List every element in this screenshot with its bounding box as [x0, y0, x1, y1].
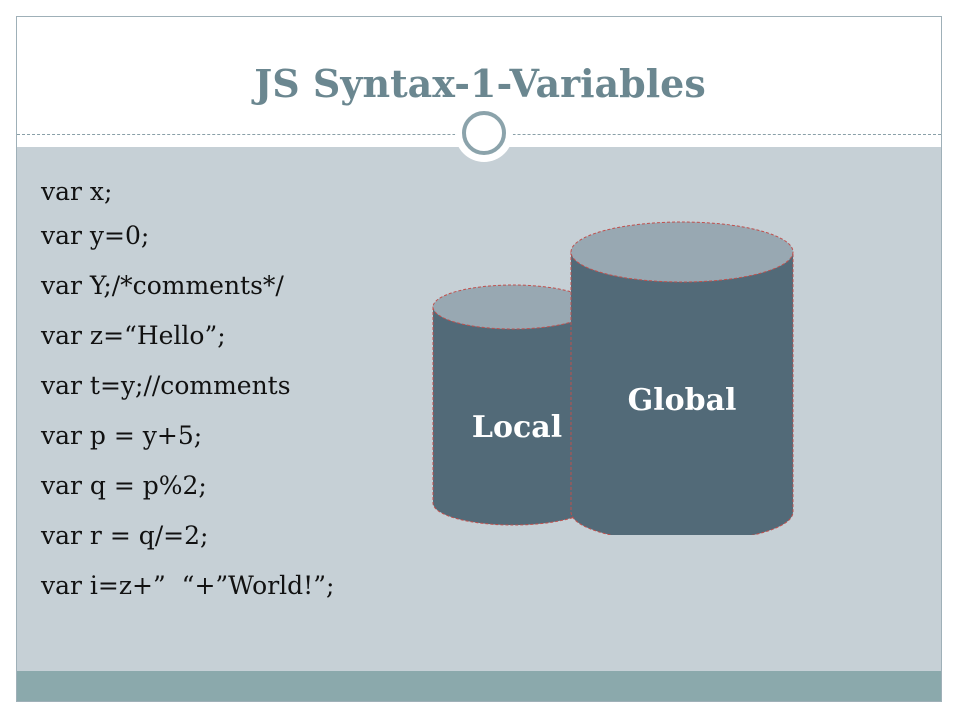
code-line: var x; — [41, 177, 113, 206]
code-list: var x; var y=0; var Y;/*comments*/ var z… — [41, 175, 334, 619]
code-line: var z=“Hello”; — [41, 321, 226, 350]
code-line: var Y;/*comments*/ — [41, 271, 284, 300]
code-line: var t=y;//comments — [41, 371, 291, 400]
global-cylinder: Global — [570, 221, 794, 535]
divider-ring-icon — [455, 104, 513, 162]
local-cylinder: Local — [432, 284, 594, 526]
code-line: var q = p%2; — [41, 471, 207, 500]
global-label: Global — [628, 383, 737, 418]
code-line: var p = y+5; — [41, 421, 203, 450]
footer-bar — [17, 671, 941, 701]
local-label: Local — [472, 410, 562, 445]
slide: JS Syntax-1-Variables var x; var y=0; va… — [16, 16, 942, 702]
scope-diagram: Local Global — [432, 221, 794, 535]
code-line: var i=z+” “+”World!”; — [41, 571, 335, 600]
code-line: var r = q/=2; — [41, 521, 209, 550]
slide-title: JS Syntax-1-Variables — [254, 61, 706, 106]
code-line: var y=0; — [41, 221, 150, 250]
